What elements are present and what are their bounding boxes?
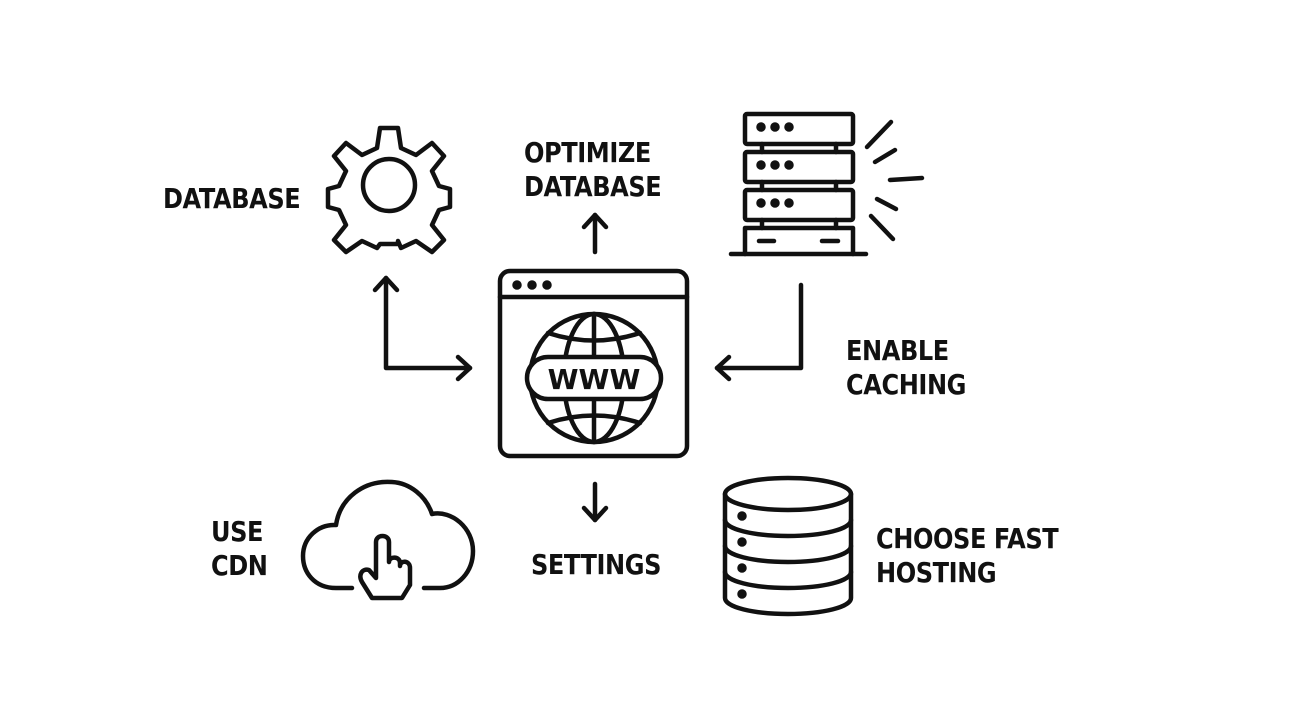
- label-line: HOSTING: [876, 556, 997, 589]
- label-settings: SETTINGS: [531, 548, 661, 581]
- gear-icon: [325, 125, 453, 255]
- server-rack-icon: [728, 111, 925, 257]
- www-text: WWW: [548, 363, 641, 396]
- label-choose-fast-hosting: CHOOSE FAST HOSTING: [876, 522, 1059, 590]
- arrow-down-icon: [581, 481, 609, 523]
- arrow-caching-to-center: [714, 282, 804, 382]
- label-line: CDN: [211, 549, 268, 582]
- label-line: CACHING: [846, 368, 967, 401]
- label-line: USE: [211, 515, 264, 548]
- arrow-database-to-center: [372, 275, 473, 382]
- database-cylinder-icon: [722, 475, 854, 617]
- browser-www-icon: [497, 268, 690, 459]
- cloud-click-icon: [300, 479, 476, 601]
- label-optimize-database: OPTIMIZE DATABASE: [524, 136, 662, 204]
- label-database: DATABASE: [163, 182, 301, 215]
- arrow-up-icon: [581, 212, 609, 255]
- label-line: ENABLE: [846, 334, 949, 367]
- label-line: OPTIMIZE: [524, 136, 651, 169]
- label-line: CHOOSE FAST: [876, 522, 1059, 555]
- label-use-cdn: USE CDN: [211, 515, 268, 583]
- label-line: DATABASE: [524, 170, 662, 203]
- label-enable-caching: ENABLE CACHING: [846, 334, 966, 402]
